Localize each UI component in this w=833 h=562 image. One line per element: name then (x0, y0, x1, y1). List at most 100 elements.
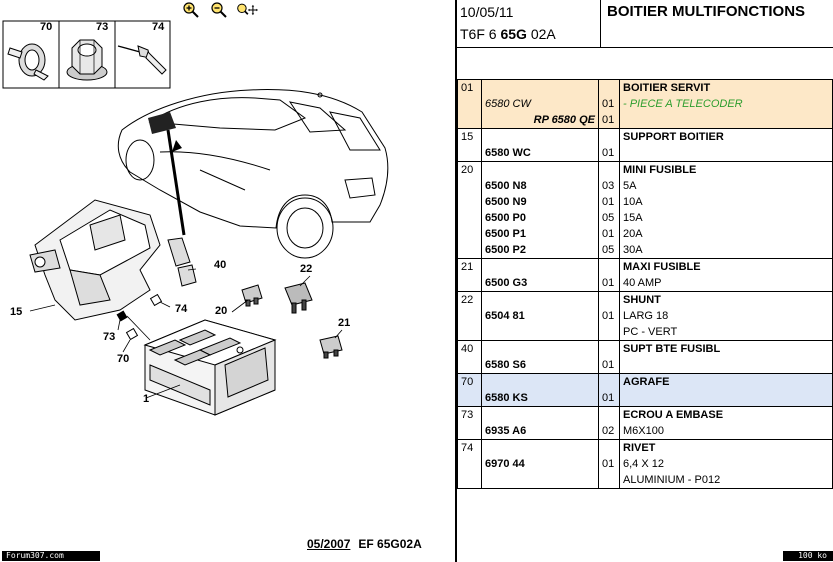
cell-position (457, 242, 482, 259)
cell-quantity: 03 (598, 178, 620, 194)
cell-description: 6,4 X 12 (619, 456, 833, 472)
diagram-panel: 70 73 74 1 15 20 21 22 40 70 73 74 05/20… (2, 1, 422, 561)
cell-position (457, 308, 482, 324)
cell-reference: 6504 81 (481, 308, 599, 324)
cell-position (457, 423, 482, 440)
cell-description: LARG 18 (619, 308, 833, 324)
cell-description: 40 AMP (619, 275, 833, 292)
diagram-reference: 05/2007 EF 65G02A (307, 537, 422, 551)
panel-divider (455, 0, 457, 562)
cell-position (457, 194, 482, 210)
page-title: BOITIER MULTIFONCTIONS (607, 3, 806, 20)
cell-quantity: 01 (598, 308, 620, 324)
size-badge: 100 ko (783, 551, 833, 561)
support-bracket (29, 199, 161, 321)
cell-position (457, 324, 482, 341)
table-row[interactable]: 01 BOITIER SERVIT (457, 79, 833, 96)
table-row[interactable]: 20 MINI FUSIBLE (457, 161, 833, 178)
shunt (284, 282, 313, 314)
callout-label: 1 (143, 393, 150, 405)
cell-description: BOITIER SERVIT (619, 79, 833, 96)
cell-position: 20 (457, 161, 482, 178)
cell-description: ALUMINIUM - P012 (619, 472, 833, 489)
cell-reference: 6580 CW (481, 96, 599, 112)
cell-reference: 6500 P2 (481, 242, 599, 259)
cell-description: ECROU A EMBASE (619, 406, 833, 423)
zoom-out-icon[interactable] (208, 1, 230, 19)
cell-position (457, 145, 482, 162)
cell-reference: 6935 A6 (481, 423, 599, 440)
cell-quantity: 01 (598, 112, 620, 129)
callout-label: 20 (215, 305, 228, 317)
cell-description: 15A (619, 210, 833, 226)
mini-fuse (241, 284, 263, 307)
cell-description: - PIECE A TELECODER (619, 96, 833, 112)
cell-description (619, 357, 833, 374)
cell-description: MINI FUSIBLE (619, 161, 833, 178)
cell-description (619, 112, 833, 129)
zoom-in-icon[interactable] (180, 1, 202, 19)
table-row[interactable]: PC - VERT (457, 324, 833, 341)
cell-reference: 6580 WC (481, 145, 599, 162)
cell-position (457, 226, 482, 242)
cell-position (457, 275, 482, 292)
cell-quantity (598, 161, 620, 178)
cell-description: M6X100 (619, 423, 833, 440)
cell-quantity (598, 291, 620, 308)
cell-reference: 6580 KS (481, 390, 599, 407)
diagram-date: 05/2007 (307, 537, 351, 551)
multifunction-box (143, 319, 277, 416)
leader-lines (29, 268, 343, 399)
cell-position (457, 210, 482, 226)
cell-description: RIVET (619, 439, 833, 456)
cell-quantity (598, 258, 620, 275)
table-row[interactable]: ALUMINIUM - P012 (457, 472, 833, 489)
cell-position: 21 (457, 258, 482, 275)
header-info: 10/05/11 T6F 6 65G 02A (457, 0, 601, 47)
callout-label: 21 (338, 317, 351, 329)
clip-marker (116, 293, 163, 341)
legend-number: 73 (96, 21, 109, 33)
cell-quantity (598, 340, 620, 357)
cell-description: 5A (619, 178, 833, 194)
cell-quantity: 01 (598, 390, 620, 407)
cell-description (619, 390, 833, 407)
cell-description: 20A (619, 226, 833, 242)
cell-reference: 6500 G3 (481, 275, 599, 292)
cell-reference: 6580 S6 (481, 357, 599, 374)
pan-zoom-icon[interactable] (236, 1, 258, 19)
cell-position: 01 (457, 79, 482, 96)
cell-description: 30A (619, 242, 833, 259)
cell-description: PC - VERT (619, 324, 833, 341)
clip-icon (7, 43, 49, 81)
cell-reference: RP 6580 QE (481, 112, 599, 129)
callout-label: 40 (214, 259, 227, 271)
cell-quantity: 01 (598, 194, 620, 210)
callout-label: 73 (103, 331, 116, 343)
parts-panel: 10/05/11 T6F 6 65G 02A BOITIER MULTIFONC… (457, 0, 833, 562)
cell-description: AGRAFE (619, 373, 833, 390)
cell-reference (481, 291, 599, 308)
